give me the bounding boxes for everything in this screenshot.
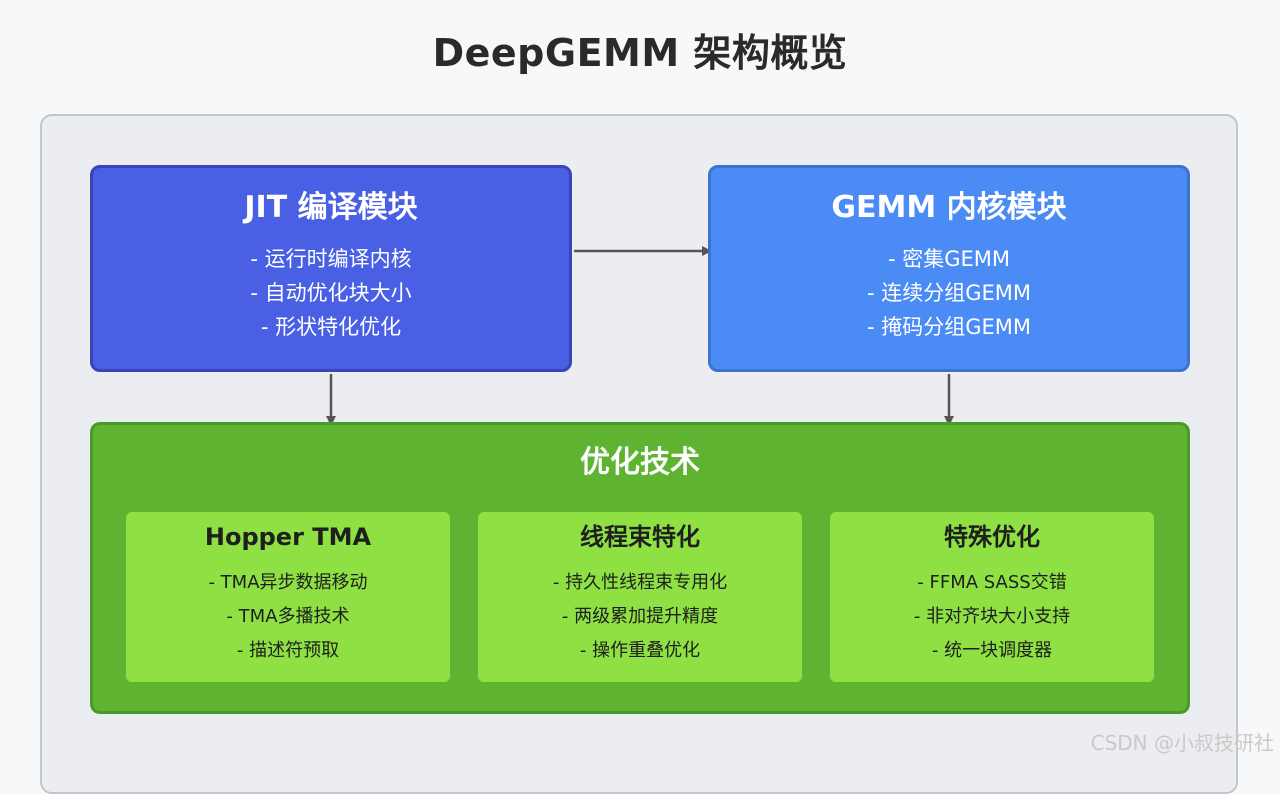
jit-compile-module: JIT 编译模块 - 运行时编译内核 - 自动优化块大小 - 形状特化优化 <box>90 165 572 372</box>
card-item: - 统一块调度器 <box>931 640 1053 661</box>
card-warp-specialization: 线程束特化 - 持久性线程束专用化 - 两级累加提升精度 - 操作重叠优化 <box>478 512 802 682</box>
card-special-optimization: 特殊优化 - FFMA SASS交错 - 非对齐块大小支持 - 统一块调度器 <box>830 512 1154 682</box>
card-title: Hopper TMA <box>204 523 372 551</box>
optimization-techniques-panel: 优化技术 Hopper TMA - TMA异步数据移动 - TMA多播技术 - … <box>90 422 1190 714</box>
gemm-module-item: - 掩码分组GEMM <box>866 315 1032 339</box>
jit-module-title: JIT 编译模块 <box>244 190 418 225</box>
card-title: 线程束特化 <box>580 523 700 551</box>
gemm-kernel-module: GEMM 内核模块 - 密集GEMM - 连续分组GEMM - 掩码分组GEMM <box>708 165 1190 372</box>
card-item: - 持久性线程束专用化 <box>552 572 728 593</box>
csdn-watermark: CSDN @小叔技研社 <box>1090 731 1274 755</box>
jit-module-item: - 运行时编译内核 <box>250 247 412 271</box>
jit-module-item: - 自动优化块大小 <box>250 281 412 305</box>
card-item: - 操作重叠优化 <box>579 640 701 661</box>
card-title: 特殊优化 <box>944 523 1040 551</box>
card-item: - 两级累加提升精度 <box>561 606 719 627</box>
diagram-title: DeepGEMM 架构概览 <box>432 31 848 75</box>
jit-module-item: - 形状特化优化 <box>260 315 402 339</box>
card-item: - TMA多播技术 <box>226 606 350 627</box>
gemm-module-item: - 连续分组GEMM <box>866 281 1032 305</box>
card-hopper-tma: Hopper TMA - TMA异步数据移动 - TMA多播技术 - 描述符预取 <box>126 512 450 682</box>
gemm-module-title: GEMM 内核模块 <box>831 190 1067 225</box>
card-item: - 描述符预取 <box>236 640 340 661</box>
optimization-title: 优化技术 <box>580 445 700 480</box>
connector-arrows <box>326 246 954 426</box>
card-item: - 非对齐块大小支持 <box>913 606 1071 627</box>
card-item: - FFMA SASS交错 <box>917 572 1067 593</box>
gemm-module-item: - 密集GEMM <box>887 247 1011 271</box>
card-item: - TMA异步数据移动 <box>208 572 368 593</box>
